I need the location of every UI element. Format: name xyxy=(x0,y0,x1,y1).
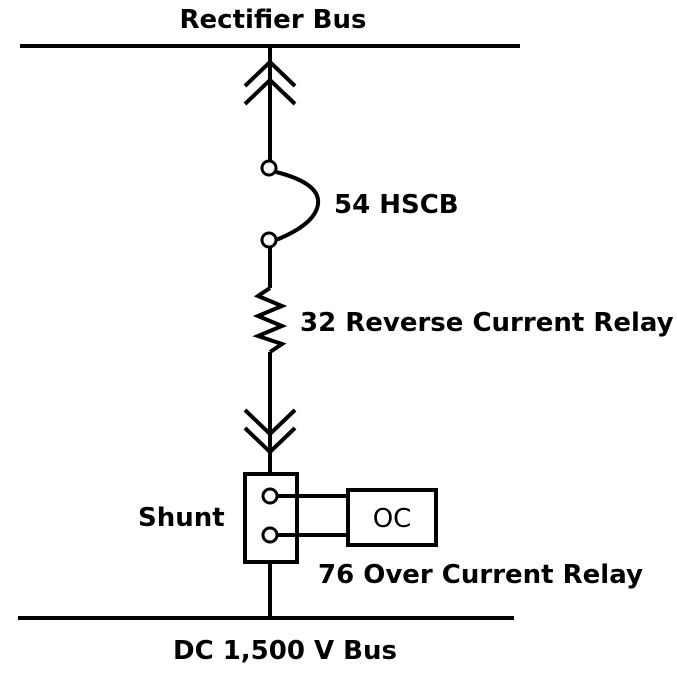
oc-relay-box xyxy=(346,488,438,547)
hscb-label: 54 HSCB xyxy=(334,190,459,220)
reverse-relay-coil-icon xyxy=(252,286,288,354)
hscb-breaker-icon xyxy=(260,159,321,249)
oc-box-label: OC xyxy=(373,504,412,534)
shunt-box xyxy=(243,472,299,564)
rectifier-bus-label: Rectifier Bus xyxy=(180,5,367,35)
over-current-relay-label: 76 Over Current Relay xyxy=(318,560,643,590)
shunt-terminal-upper xyxy=(261,487,279,505)
upper-disconnect-icon xyxy=(243,59,297,106)
reverse-relay-label: 32 Reverse Current Relay xyxy=(300,308,674,338)
dc-bus-label: DC 1,500 V Bus xyxy=(173,636,397,666)
lower-disconnect-icon xyxy=(243,408,297,455)
shunt-terminal-lower xyxy=(261,526,279,544)
shunt-label: Shunt xyxy=(138,503,225,533)
